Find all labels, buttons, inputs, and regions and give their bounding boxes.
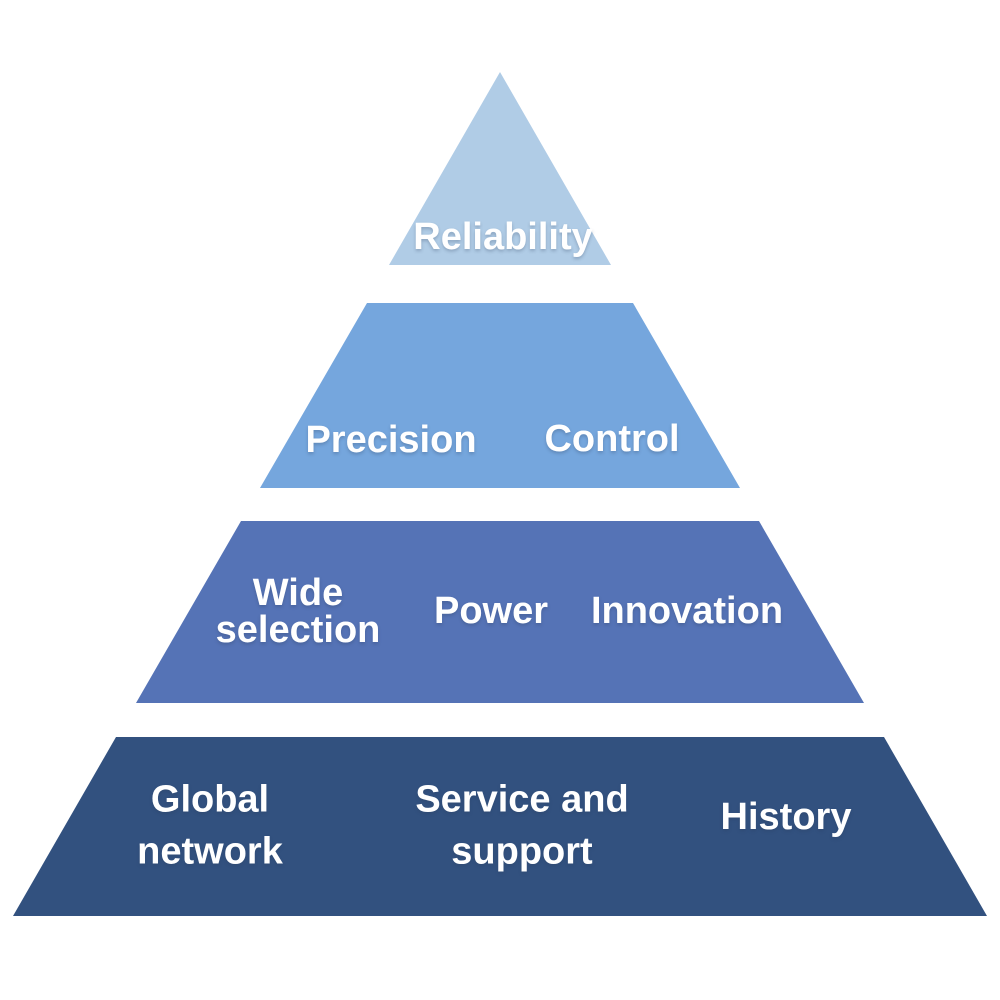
label-power: Power xyxy=(433,590,549,633)
pyramid-level-2-shape xyxy=(260,303,740,488)
label-service-and-support: Service and support xyxy=(415,778,629,872)
label-wide-selection: Wide selection xyxy=(215,571,381,651)
label-global-network: Global network xyxy=(137,778,283,872)
label-history: History xyxy=(720,796,852,839)
label-control: Control xyxy=(544,418,680,461)
pyramid-level-4-shape xyxy=(13,737,987,916)
pyramid-level-1-shape xyxy=(389,72,611,265)
pyramid-level-3-shape xyxy=(136,521,864,703)
label-reliability: Reliability xyxy=(413,216,593,259)
label-precision: Precision xyxy=(305,419,477,462)
label-innovation: Innovation xyxy=(590,590,784,633)
